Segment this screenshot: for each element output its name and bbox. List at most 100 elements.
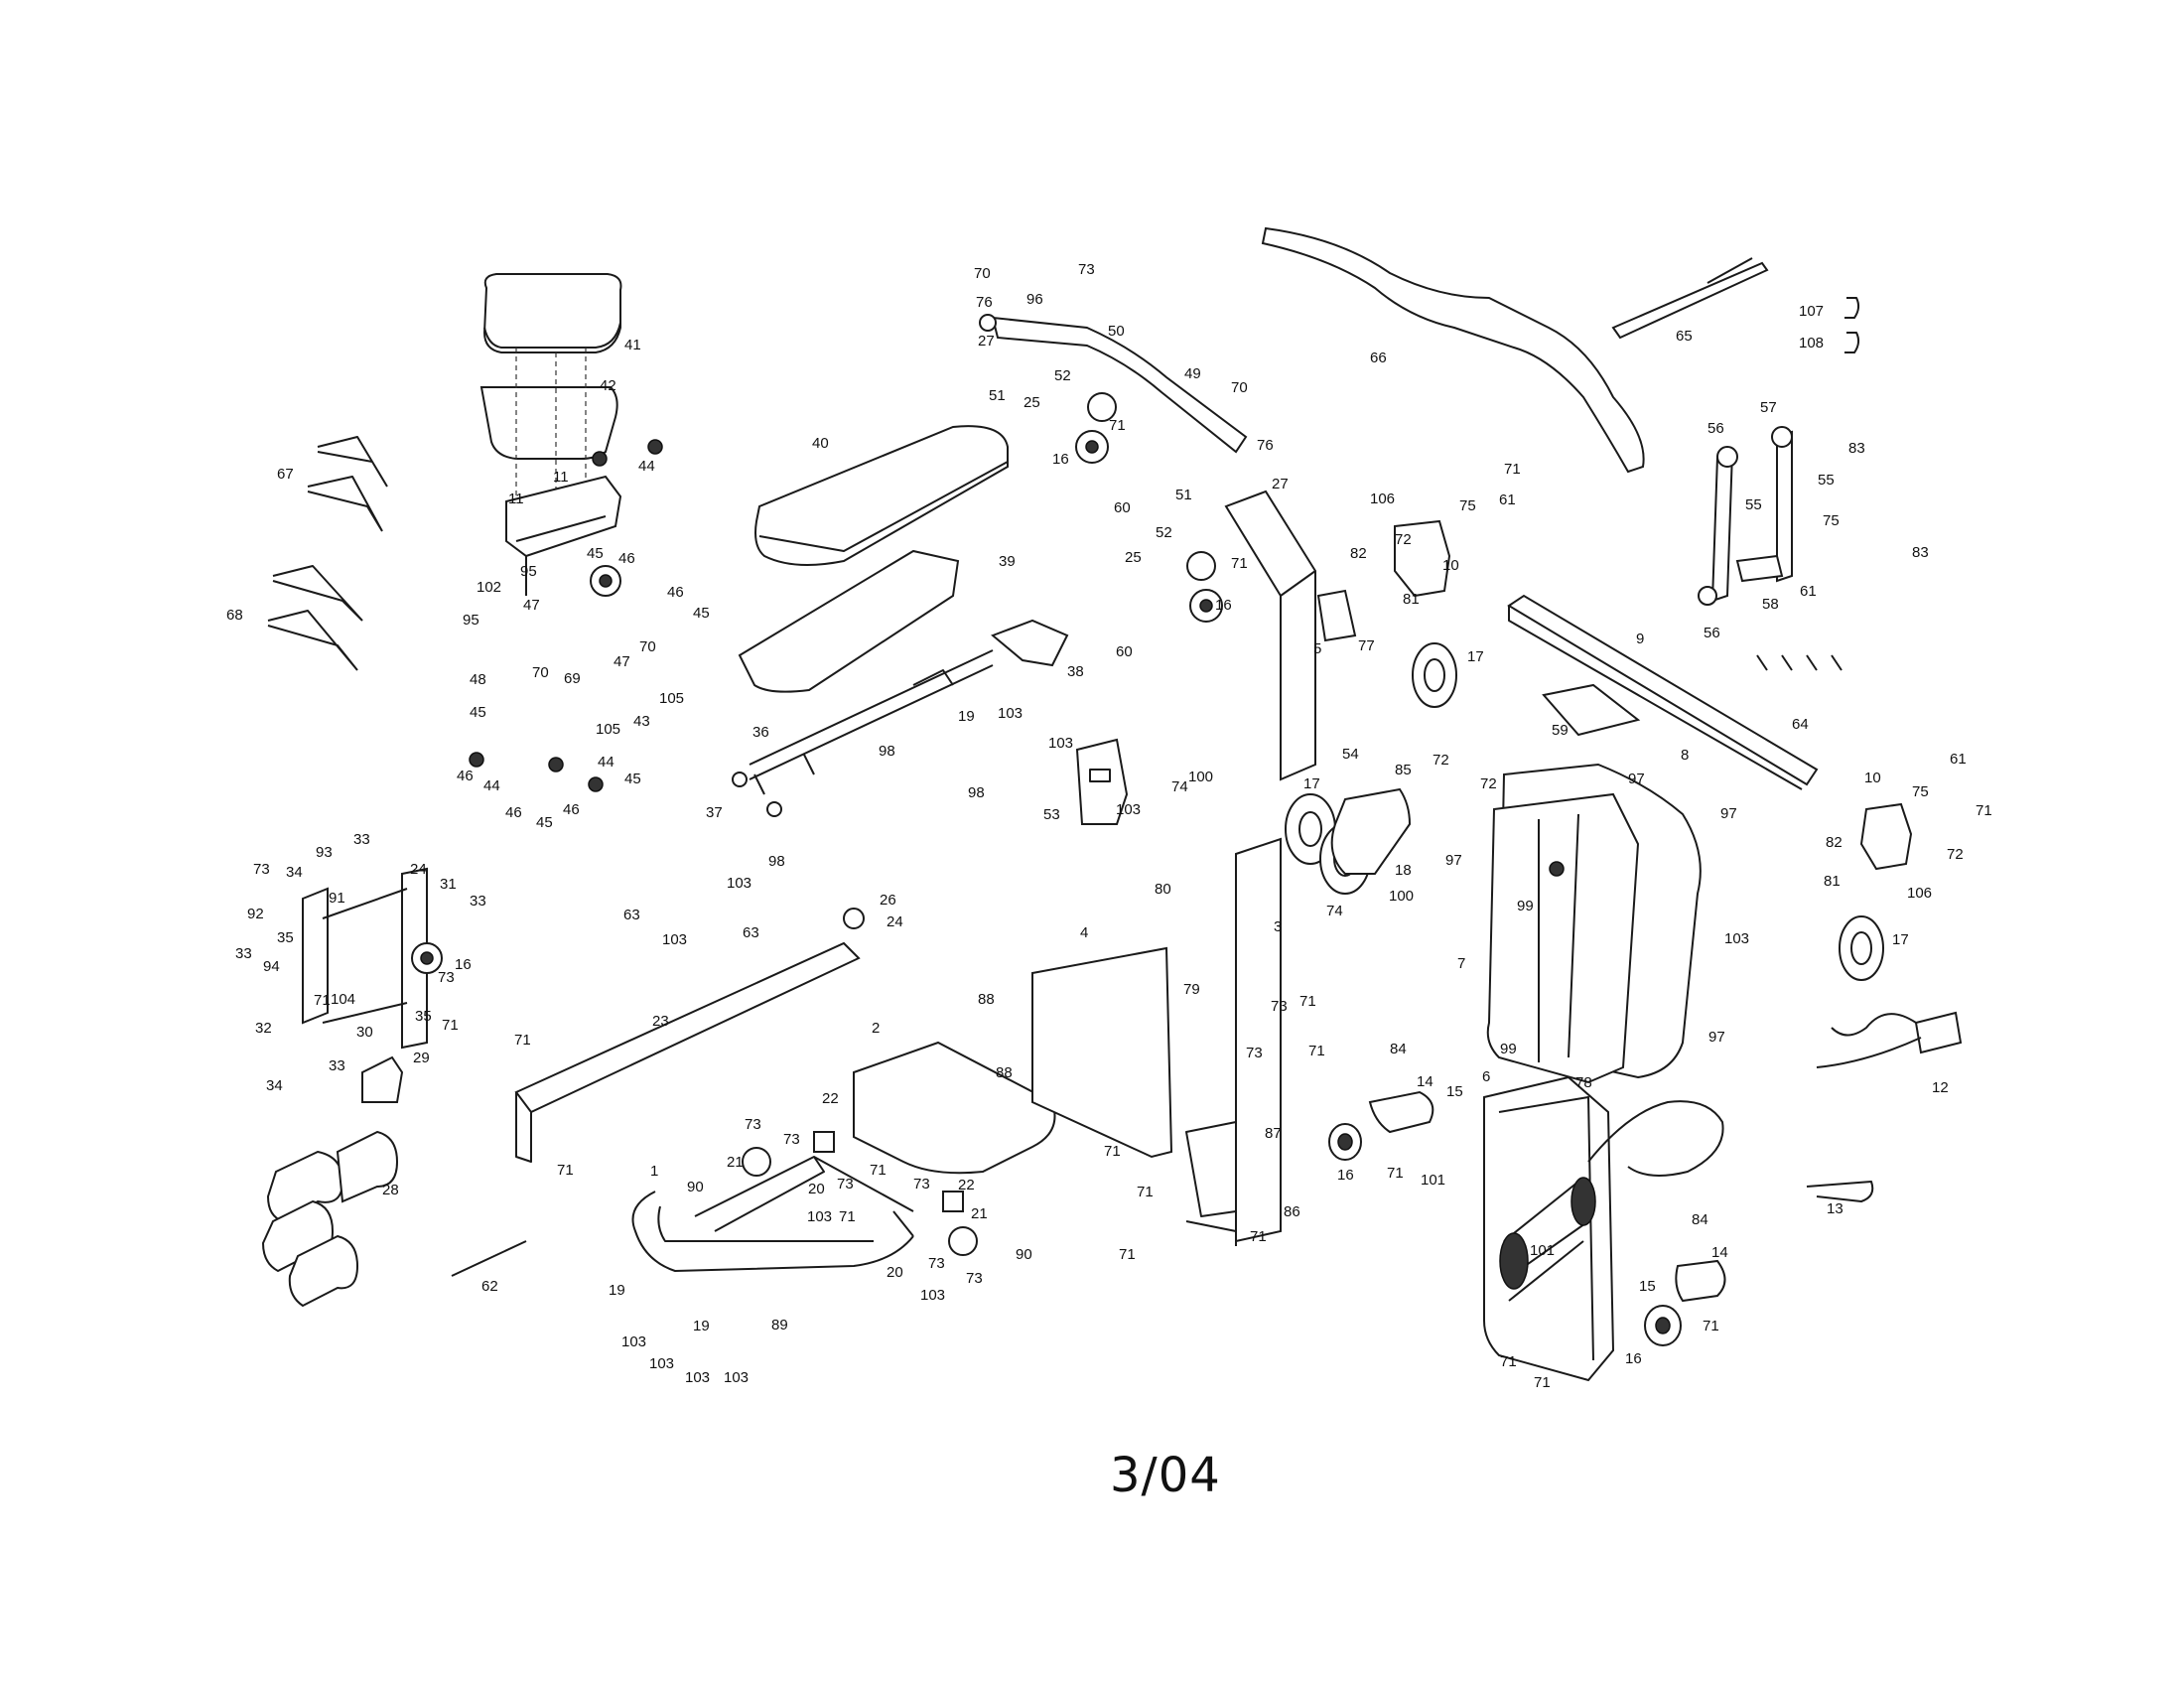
callout-72c: 72: [1480, 775, 1497, 792]
callout-24a: 24: [410, 861, 427, 878]
callout-15b: 15: [1639, 1278, 1656, 1295]
callout-22a: 22: [822, 1090, 839, 1107]
callout-86: 86: [1284, 1203, 1300, 1220]
callout-94: 94: [263, 958, 280, 975]
callout-73g: 73: [783, 1131, 800, 1148]
callout-100b: 100: [1389, 888, 1414, 905]
weight-belt: [1261, 226, 1645, 474]
callout-103d: 103: [727, 875, 751, 892]
callout-74b: 74: [1326, 903, 1343, 919]
callout-61a: 61: [1499, 491, 1516, 508]
callout-61b: 61: [1800, 583, 1817, 600]
callout-19b: 19: [609, 1282, 625, 1299]
callout-84a: 84: [1390, 1041, 1407, 1057]
callout-51a: 51: [989, 387, 1006, 404]
callout-17b: 17: [1303, 775, 1320, 792]
front-shroud: [1486, 792, 1640, 1084]
callout-93: 93: [316, 844, 333, 861]
callout-24b: 24: [887, 913, 903, 930]
bench-cushion: [754, 425, 1009, 566]
callout-61c: 61: [1950, 751, 1967, 768]
callout-20a: 20: [808, 1181, 825, 1197]
callout-101a: 101: [1421, 1172, 1445, 1189]
callout-20b: 20: [887, 1264, 903, 1281]
callout-12: 12: [1932, 1079, 1949, 1096]
callout-78: 78: [1575, 1074, 1592, 1091]
console: [1075, 738, 1129, 825]
pulley-16-b: [1644, 1305, 1682, 1346]
callout-81b: 81: [1824, 873, 1841, 890]
callout-21b: 21: [971, 1205, 988, 1222]
callout-45c: 45: [470, 704, 486, 721]
callout-76a: 76: [976, 294, 993, 311]
callout-labels: 1 2 3 4 5 6 7 8 9 10 10 11 11 12 13 14 1…: [226, 261, 1992, 1391]
bench-bracket: [991, 619, 1069, 667]
callout-60a: 60: [1114, 499, 1131, 516]
callout-97c: 97: [1445, 852, 1462, 869]
callout-71k: 71: [1250, 1228, 1267, 1245]
callout-105b: 105: [596, 721, 620, 738]
callout-8: 8: [1681, 747, 1689, 764]
callout-108: 108: [1799, 335, 1824, 351]
callout-22b: 22: [958, 1177, 975, 1193]
callout-97d: 97: [1708, 1029, 1725, 1046]
callout-21a: 21: [727, 1154, 744, 1171]
callout-71f: 71: [1308, 1043, 1325, 1059]
callout-71a: 71: [1109, 417, 1126, 434]
callout-73d: 73: [1271, 998, 1288, 1015]
pedal-hooks: [1756, 654, 1843, 671]
callout-104: 104: [331, 991, 355, 1008]
callout-73b: 73: [253, 861, 270, 878]
callout-73a: 73: [1078, 261, 1095, 278]
callout-70b: 70: [1231, 379, 1248, 396]
callout-1: 1: [650, 1163, 658, 1180]
callout-14b: 14: [1711, 1244, 1728, 1261]
callout-95b: 95: [463, 612, 479, 629]
callout-103b: 103: [1048, 735, 1073, 752]
callout-37: 37: [706, 804, 723, 821]
callout-18: 18: [1395, 862, 1412, 879]
callout-34b: 34: [266, 1077, 283, 1094]
callout-65: 65: [1676, 328, 1693, 345]
callout-98a: 98: [879, 743, 895, 760]
callout-80: 80: [1155, 881, 1171, 898]
callout-71c: 71: [1504, 461, 1521, 478]
callout-99a: 99: [1517, 898, 1534, 914]
lower-upright: [1185, 837, 1282, 1246]
callout-46e: 46: [563, 801, 580, 818]
callout-25b: 25: [1125, 549, 1142, 566]
callout-96: 96: [1026, 291, 1043, 308]
callout-87: 87: [1265, 1125, 1282, 1142]
lock-rod: [1611, 257, 1769, 340]
callout-47a: 47: [523, 597, 540, 614]
callout-14a: 14: [1417, 1073, 1433, 1090]
callout-105a: 105: [659, 690, 684, 707]
callout-88a: 88: [978, 991, 995, 1008]
callout-3: 3: [1274, 918, 1282, 935]
bench-board: [738, 549, 960, 693]
callout-85: 85: [1395, 762, 1412, 778]
callout-71n: 71: [839, 1208, 856, 1225]
base-rail: [514, 908, 865, 1163]
callout-64: 64: [1792, 716, 1809, 733]
callout-71l: 71: [514, 1032, 531, 1049]
callout-101b: 101: [1530, 1242, 1555, 1259]
callout-31: 31: [440, 876, 457, 893]
callout-63a: 63: [623, 907, 640, 923]
callout-103f: 103: [807, 1208, 832, 1225]
footplate: [853, 1041, 1056, 1175]
seat-carriage: [469, 439, 663, 792]
callout-99b: 99: [1500, 1041, 1517, 1057]
callout-103h: 103: [621, 1333, 646, 1350]
callout-97b: 97: [1720, 805, 1737, 822]
callout-45d: 45: [624, 771, 641, 787]
callout-71g: 71: [1387, 1165, 1404, 1182]
callout-103j: 103: [685, 1369, 710, 1386]
callout-97a: 97: [1628, 771, 1645, 787]
cable-62: [451, 1240, 527, 1277]
seat-plate: [479, 348, 618, 496]
callout-44b: 44: [483, 777, 500, 794]
callout-88b: 88: [996, 1064, 1013, 1081]
pulley-16-a: [1328, 1123, 1362, 1161]
callout-71h: 71: [1104, 1143, 1121, 1160]
